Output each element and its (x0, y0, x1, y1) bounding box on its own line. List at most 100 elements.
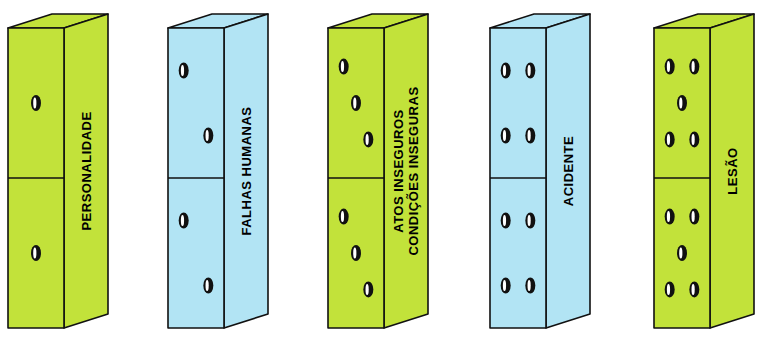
pip-dot (31, 245, 41, 261)
domino-outline (650, 6, 762, 338)
domino-divider (490, 177, 546, 179)
pip-dot (525, 128, 535, 144)
pip-dot (525, 213, 535, 229)
domino-side-face (710, 14, 754, 328)
pip-highlight (181, 65, 184, 76)
pip-highlight (503, 215, 506, 226)
domino-label: LESÃO (725, 31, 740, 311)
domino-pip (525, 278, 535, 294)
domino-pip (525, 128, 535, 144)
pip-dot (665, 281, 675, 297)
domino-pip (179, 213, 189, 229)
pip-dot (665, 131, 675, 147)
pip-highlight (667, 211, 670, 222)
domino-side-face (224, 14, 268, 328)
domino-pip (203, 128, 213, 144)
pip-highlight (33, 248, 36, 259)
domino-pip (31, 245, 41, 261)
pip-highlight (503, 65, 506, 76)
pip-dot (203, 278, 213, 294)
domino-side-face (64, 14, 108, 328)
domino-pip (363, 131, 373, 147)
pip-dot (501, 213, 511, 229)
domino-label: ATOS INSEGUROS CONDIÇÕES INSEGURAS (391, 71, 421, 271)
pip-highlight (33, 98, 36, 109)
domino-pip (677, 245, 687, 261)
pip-dot (525, 278, 535, 294)
domino-tile: PERSONALIDADE (4, 6, 116, 338)
domino-pip (525, 63, 535, 79)
domino-front-face (328, 28, 384, 328)
domino-pip (179, 63, 189, 79)
domino-pip (689, 59, 699, 75)
pip-highlight (206, 130, 209, 141)
domino-tile: ACIDENTE (486, 6, 598, 338)
pip-highlight (692, 134, 695, 145)
domino-pip (501, 63, 511, 79)
pip-highlight (528, 65, 531, 76)
pip-highlight (353, 248, 356, 259)
pip-dot (501, 128, 511, 144)
pip-highlight (341, 61, 344, 72)
pip-dot (31, 95, 41, 111)
domino-divider (8, 177, 64, 179)
pip-highlight (667, 284, 670, 295)
domino-pip (203, 278, 213, 294)
domino-pip (665, 281, 675, 297)
domino-pip (689, 131, 699, 147)
pip-highlight (528, 130, 531, 141)
domino-label: ACIDENTE (561, 31, 576, 311)
pip-highlight (679, 248, 682, 259)
domino-pip (31, 95, 41, 111)
pip-highlight (366, 134, 369, 145)
pip-dot (179, 63, 189, 79)
pip-highlight (692, 61, 695, 72)
domino-front-face (168, 28, 224, 328)
pip-highlight (528, 215, 531, 226)
pip-dot (689, 59, 699, 75)
pip-highlight (679, 98, 682, 109)
domino-pip (525, 213, 535, 229)
pip-dot (179, 213, 189, 229)
pip-highlight (503, 130, 506, 141)
domino-pip (689, 281, 699, 297)
domino-front-face (8, 28, 64, 328)
pip-dot (351, 245, 361, 261)
pip-dot (339, 59, 349, 75)
pip-dot (665, 59, 675, 75)
domino-divider (654, 177, 710, 179)
domino-pip (665, 209, 675, 225)
domino-front-face (490, 28, 546, 328)
pip-dot (363, 131, 373, 147)
domino-side-face (546, 14, 590, 328)
pip-dot (501, 63, 511, 79)
pip-dot (689, 281, 699, 297)
pip-highlight (503, 280, 506, 291)
pip-dot (363, 281, 373, 297)
pip-highlight (206, 280, 209, 291)
pip-dot (677, 245, 687, 261)
domino-outline (486, 6, 598, 338)
domino-label: FALHAS HUMANAS (239, 31, 254, 311)
domino-pip (351, 95, 361, 111)
pip-dot (339, 209, 349, 225)
domino-pip (363, 281, 373, 297)
domino-pip (677, 95, 687, 111)
pip-dot (501, 278, 511, 294)
domino-side-face (384, 14, 428, 328)
domino-pip (501, 128, 511, 144)
pip-highlight (692, 211, 695, 222)
pip-highlight (366, 284, 369, 295)
pip-highlight (353, 98, 356, 109)
domino-tile: ATOS INSEGUROS CONDIÇÕES INSEGURAS (324, 6, 436, 338)
pip-highlight (181, 215, 184, 226)
domino-tile: FALHAS HUMANAS (164, 6, 276, 338)
pip-highlight (667, 134, 670, 145)
pip-highlight (341, 211, 344, 222)
domino-pip (501, 213, 511, 229)
domino-pip (501, 278, 511, 294)
pip-dot (351, 95, 361, 111)
domino-outline (4, 6, 116, 338)
pip-dot (665, 209, 675, 225)
